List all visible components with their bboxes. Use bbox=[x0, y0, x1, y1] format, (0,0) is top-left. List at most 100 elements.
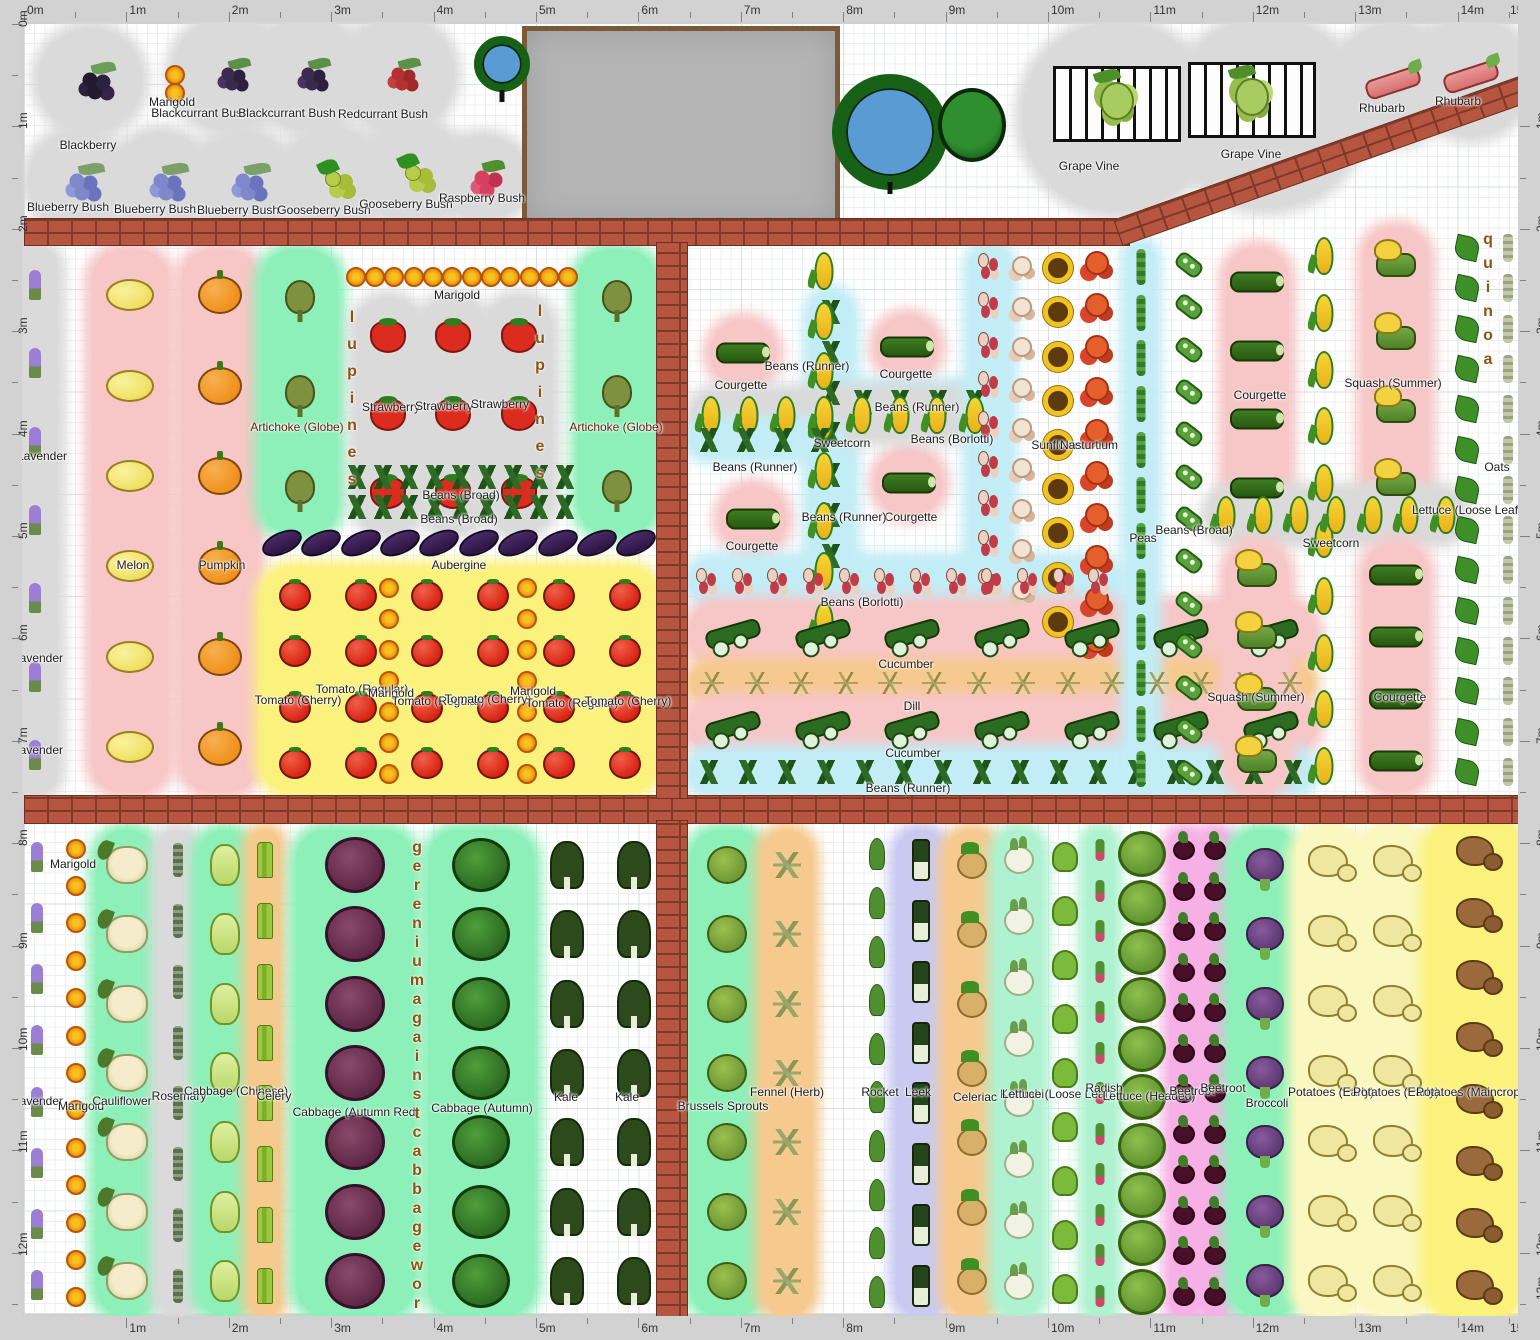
rocket-col-plant-icon[interactable] bbox=[869, 935, 885, 968]
marigold-row-plant-icon[interactable] bbox=[461, 267, 482, 287]
cabbage-autumn-bed-plant-icon[interactable] bbox=[452, 1115, 510, 1170]
marigold-strip-1-plant-icon[interactable] bbox=[379, 577, 399, 598]
pumpkin-bed-plant-icon[interactable] bbox=[198, 727, 242, 766]
fennel-bed-plant-icon[interactable] bbox=[773, 990, 801, 1017]
water-barrel[interactable] bbox=[832, 74, 948, 190]
beetroot-1-bed[interactable] bbox=[1170, 830, 1198, 1316]
sweetcorn-vert-mid-plant-icon[interactable] bbox=[814, 302, 834, 340]
oats-col-plant-icon[interactable] bbox=[1503, 757, 1513, 786]
borlotti-row-plant-icon[interactable] bbox=[1016, 568, 1041, 594]
tomato-bed-plant-icon[interactable] bbox=[477, 749, 509, 779]
tomato-bed-plant-icon[interactable] bbox=[411, 749, 443, 779]
blueberry-1-plant-icon[interactable] bbox=[69, 173, 85, 189]
oats-col-plant-icon[interactable] bbox=[1503, 314, 1513, 343]
melon-bed-plant-icon[interactable] bbox=[106, 550, 154, 583]
lettuce-headed-col-plant-icon[interactable] bbox=[1118, 928, 1166, 975]
brick-path-0[interactable] bbox=[24, 218, 1130, 246]
oats-col-plant-icon[interactable] bbox=[1503, 717, 1513, 746]
celeriac-bed-plant-icon[interactable] bbox=[957, 980, 987, 1018]
tomato-bed-plant-icon[interactable] bbox=[609, 637, 641, 667]
fennel-bed-plant-icon[interactable] bbox=[773, 851, 801, 878]
potatoes-early-2-plant-icon[interactable] bbox=[1373, 1055, 1422, 1092]
melon-bed-plant-icon[interactable] bbox=[106, 369, 154, 402]
sweetcorn-col-right-plant-icon[interactable] bbox=[1314, 746, 1334, 785]
sweetcorn-row-mid-plant-icon[interactable] bbox=[927, 396, 947, 434]
celery-col-plant-icon[interactable] bbox=[257, 842, 273, 879]
radish-col-plant-icon[interactable] bbox=[1095, 1244, 1105, 1267]
pumpkin-bed-plant-icon[interactable] bbox=[198, 547, 242, 586]
rocket-col-plant-icon[interactable] bbox=[869, 1032, 885, 1065]
courgette-c1-plant-icon[interactable] bbox=[716, 342, 770, 364]
tomato-bed-plant-icon[interactable] bbox=[411, 637, 443, 667]
lettuce-looseleaf-col-plant-icon[interactable] bbox=[1052, 896, 1078, 926]
oats-col-plant-icon[interactable] bbox=[1503, 475, 1513, 504]
lettuce-looseleaf-col-plant-icon[interactable] bbox=[1052, 1166, 1078, 1196]
kale-1-plant-icon[interactable] bbox=[550, 840, 584, 889]
beetroot-2-plant-icon[interactable] bbox=[1204, 871, 1226, 901]
dill-row-plant-icon[interactable] bbox=[877, 672, 902, 694]
kale-1-plant-icon[interactable] bbox=[550, 1049, 584, 1097]
strawberry-1-plant-icon[interactable] bbox=[370, 321, 406, 353]
celeriac-bed-plant-icon[interactable] bbox=[957, 841, 987, 879]
brussels-bed-plant-icon[interactable] bbox=[707, 1192, 747, 1231]
blackcurrant-2-plant-icon[interactable] bbox=[301, 67, 315, 81]
kale-1-plant-icon[interactable] bbox=[550, 1257, 584, 1306]
rosemary-col-plant-icon[interactable] bbox=[173, 964, 183, 999]
marigold-strip-2-plant-icon[interactable] bbox=[517, 671, 537, 691]
tomato-bed-plant-icon[interactable] bbox=[477, 581, 509, 611]
lavender-mid-plant-icon[interactable] bbox=[29, 661, 41, 692]
kale-1-plant-icon[interactable] bbox=[550, 1187, 584, 1236]
marigold-strip-1-plant-icon[interactable] bbox=[379, 639, 399, 660]
tomato-bed-plant-icon[interactable] bbox=[345, 637, 377, 667]
cauliflower-bed-plant-icon[interactable] bbox=[106, 1054, 148, 1092]
courgette-bed-up-plant-icon[interactable] bbox=[1230, 477, 1284, 499]
beetroot-1-plant-icon[interactable] bbox=[1173, 871, 1195, 901]
nasturtium-cream-plant-icon[interactable] bbox=[1012, 296, 1032, 317]
beetroot-2-plant-icon[interactable] bbox=[1204, 1033, 1226, 1063]
potatoes-maincrop-plant-icon[interactable] bbox=[1456, 1084, 1503, 1119]
cabbage-autumn-bed-plant-icon[interactable] bbox=[452, 837, 510, 892]
melon-bed-plant-icon[interactable] bbox=[106, 279, 154, 312]
potatoes-early-1-plant-icon[interactable] bbox=[1308, 985, 1357, 1022]
potatoes-maincrop-plant-icon[interactable] bbox=[1456, 836, 1503, 871]
sweetcorn-col-right-plant-icon[interactable] bbox=[1314, 690, 1334, 729]
dill-row-plant-icon[interactable] bbox=[700, 672, 725, 694]
rosemary-col-plant-icon[interactable] bbox=[173, 1086, 183, 1121]
tomato-bed-plant-icon[interactable] bbox=[609, 693, 641, 723]
marigold-strip-1-plant-icon[interactable] bbox=[379, 608, 399, 629]
sweetcorn-vert-mid-plant-icon[interactable] bbox=[814, 352, 834, 390]
courgette-bed-low-plant-icon[interactable] bbox=[1369, 750, 1423, 772]
radish-col-plant-icon[interactable] bbox=[1095, 1041, 1105, 1064]
lettuce-looseleaf-col-plant-icon[interactable] bbox=[1052, 1220, 1078, 1250]
rosemary-col-plant-icon[interactable] bbox=[173, 843, 183, 878]
borlotti-row-plant-icon[interactable] bbox=[838, 568, 863, 594]
strawberry-2-plant-icon[interactable] bbox=[435, 399, 471, 431]
kale-2-plant-icon[interactable] bbox=[617, 1049, 651, 1097]
marigold-top-plant-icon[interactable] bbox=[165, 65, 185, 85]
celeriac-bed-plant-icon[interactable] bbox=[957, 1050, 987, 1087]
beans-runner-row3-plant-icon[interactable] bbox=[692, 760, 727, 784]
melon-bed-plant-icon[interactable] bbox=[106, 730, 154, 763]
broccoli-bed-plant-icon[interactable] bbox=[1246, 1056, 1284, 1099]
beetroot-2-plant-icon[interactable] bbox=[1204, 912, 1226, 942]
borlotti-row-plant-icon[interactable] bbox=[695, 568, 720, 594]
nasturtium-orange-plant-icon[interactable] bbox=[1085, 293, 1109, 317]
sweetcorn-col-right-plant-icon[interactable] bbox=[1314, 407, 1334, 446]
celery-col-plant-icon[interactable] bbox=[257, 963, 273, 1000]
cabbage-red-bed-plant-icon[interactable] bbox=[325, 1114, 385, 1171]
leek-bed-plant-icon[interactable] bbox=[912, 1082, 930, 1125]
oats-col-plant-icon[interactable] bbox=[1503, 355, 1513, 383]
beetroot-2-plant-icon[interactable] bbox=[1204, 952, 1226, 982]
nasturtium-cream-plant-icon[interactable] bbox=[1012, 256, 1032, 277]
celery-col-plant-icon[interactable] bbox=[257, 903, 273, 940]
courgette-c2-plant-icon[interactable] bbox=[880, 336, 934, 358]
sweetcorn-vert-mid-plant-icon[interactable] bbox=[814, 252, 834, 290]
celeriac-bed-plant-icon[interactable] bbox=[957, 1258, 987, 1296]
lavender-mid-plant-icon[interactable] bbox=[29, 426, 41, 457]
rosemary-col-plant-icon[interactable] bbox=[173, 1025, 183, 1060]
radish-col-plant-icon[interactable] bbox=[1095, 1001, 1105, 1024]
potatoes-early-1-plant-icon[interactable] bbox=[1308, 1125, 1357, 1162]
borlotti-vert-plant-icon[interactable] bbox=[978, 490, 1002, 516]
potatoes-early-1-plant-icon[interactable] bbox=[1308, 845, 1357, 882]
kale-2-plant-icon[interactable] bbox=[617, 1257, 651, 1306]
